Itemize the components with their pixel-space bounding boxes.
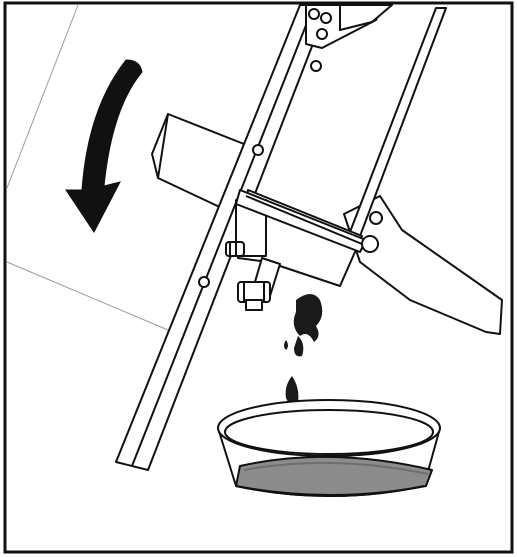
drip-icon xyxy=(284,340,288,350)
drip-icon xyxy=(294,336,304,357)
drain-pan-icon xyxy=(217,399,441,497)
slide-rail xyxy=(235,189,379,253)
bolt-icon xyxy=(252,144,264,156)
bolt-icon xyxy=(310,60,322,72)
right-bracket-plate xyxy=(343,195,503,335)
left-wedge-plate xyxy=(151,113,245,211)
bolt-icon xyxy=(320,12,332,24)
drain-nozzle xyxy=(237,281,271,311)
bolt-icon xyxy=(316,28,328,40)
top-bracket xyxy=(198,4,393,288)
drip-icon xyxy=(285,376,299,405)
bolt-icon xyxy=(198,276,210,288)
adjust-knob xyxy=(225,241,245,257)
oil-drops xyxy=(284,294,323,438)
bolt-icon xyxy=(308,8,320,20)
knob-icon xyxy=(361,235,379,253)
rotation-arrow-icon xyxy=(65,59,143,233)
drip-icon xyxy=(293,294,323,342)
